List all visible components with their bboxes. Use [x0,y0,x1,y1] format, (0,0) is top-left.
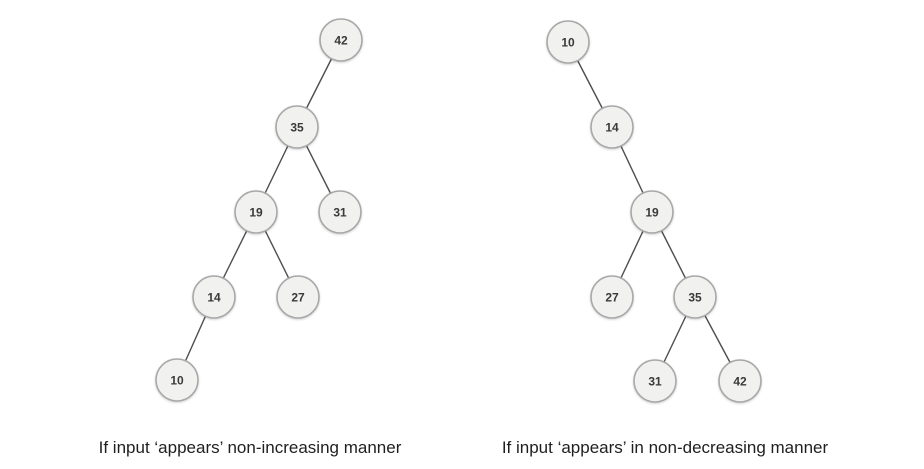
bst-non-decreasing-input-node-31: 31 [633,359,677,403]
bst-non-decreasing-input-node-19: 19 [630,190,674,234]
tree-node-circle [673,275,717,319]
bst-non-decreasing-input-node-10: 10 [546,20,590,64]
tree-node-circle [633,359,677,403]
tree-node-circle [590,105,634,149]
tree-node-circle [275,105,319,149]
caption-non-increasing: If input ‘appears’ non-increasing manner [98,438,402,457]
tree-node-label: 10 [170,374,184,388]
tree-node-label: 27 [605,291,619,305]
tree-node-circle [718,359,762,403]
tree-node-label: 35 [290,121,304,135]
tree-node-circle [192,275,236,319]
bst-non-increasing-input-node-31: 31 [318,190,362,234]
tree-node-label: 42 [733,375,747,389]
tree-node-label: 19 [249,206,263,220]
bst-non-decreasing-input-node-35: 35 [673,275,717,319]
bst-non-increasing-input-node-19: 19 [234,190,278,234]
binary-tree-diagram: 42 35 19 31 14 27 10 10 14 19 27 35 31 42 [155,18,762,403]
tree-node-label: 42 [334,34,348,48]
tree-node-circle [276,275,320,319]
tree-node-label: 10 [561,36,575,50]
bst-non-increasing-input-node-35: 35 [275,105,319,149]
bst-non-decreasing-input-node-27: 27 [590,275,634,319]
tree-node-label: 14 [605,121,619,135]
bst-non-decreasing-input: 10 14 19 27 35 31 42 [546,20,762,403]
tree-node-circle [234,190,278,234]
tree-node-circle [319,18,363,62]
tree-node-circle [155,358,199,402]
tree-node-circle [318,190,362,234]
tree-node-label: 19 [645,206,659,220]
bst-non-increasing-input-node-42: 42 [319,18,363,62]
tree-node-circle [546,20,590,64]
tree-node-label: 27 [291,291,305,305]
tree-node-label: 31 [648,375,662,389]
caption-non-decreasing: If input ‘appears’ in non-decreasing man… [501,438,829,457]
tree-node-circle [630,190,674,234]
tree-node-label: 35 [688,291,702,305]
tree-node-circle [590,275,634,319]
bst-non-decreasing-input-node-14: 14 [590,105,634,149]
bst-non-increasing-input-node-10: 10 [155,358,199,402]
tree-node-label: 14 [207,291,221,305]
bst-non-increasing-input-node-27: 27 [276,275,320,319]
bst-non-increasing-input-node-14: 14 [192,275,236,319]
bst-non-decreasing-input-node-42: 42 [718,359,762,403]
bst-non-increasing-input: 42 35 19 31 14 27 10 [155,18,363,402]
tree-node-label: 31 [333,206,347,220]
